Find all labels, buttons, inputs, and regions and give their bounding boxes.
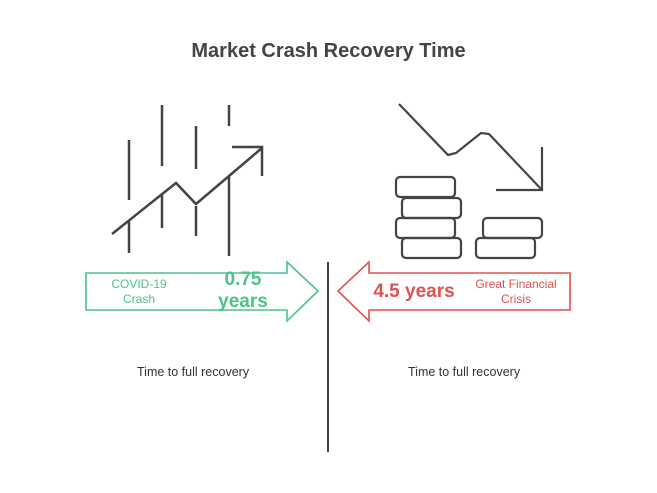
gfc-event-line1: Great Financial [475, 277, 557, 291]
page-title: Market Crash Recovery Time [191, 40, 466, 62]
falling-chart-coins-icon [394, 103, 544, 260]
covid-event-line1: COVID-19 [111, 277, 167, 291]
covid-event-line2: Crash [122, 292, 155, 306]
covid-recovery-value: 0.75 years [205, 269, 281, 313]
covid-arrow [85, 260, 320, 323]
covid-value-line1: 0.75 [224, 269, 262, 290]
covid-event-label: COVID-19 Crash [96, 277, 182, 307]
gfc-event-line2: Crisis [501, 292, 531, 306]
gfc-event-label: Great Financial Crisis [468, 277, 564, 307]
right-caption: Time to full recovery [408, 365, 521, 379]
covid-value-line2: years [218, 291, 268, 312]
gfc-arrow [336, 260, 571, 323]
rising-chart-icon [111, 105, 264, 256]
gfc-recovery-value: 4.5 years [373, 281, 455, 302]
left-caption: Time to full recovery [137, 365, 250, 379]
